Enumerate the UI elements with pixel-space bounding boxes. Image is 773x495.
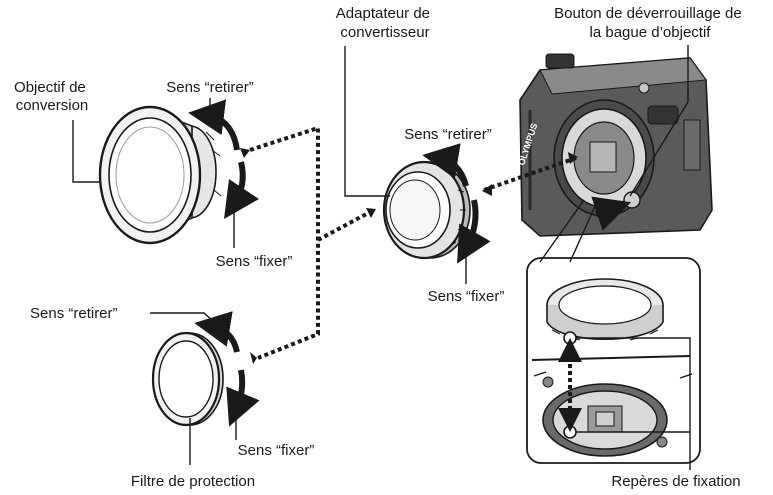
conversion-lens-drawing bbox=[98, 105, 222, 245]
adapter-camera-arrowhead-left bbox=[482, 184, 492, 196]
lens-remove-label: Sens “retirer” bbox=[166, 79, 254, 96]
lens-arrowhead bbox=[240, 148, 250, 158]
adapter-leader bbox=[344, 46, 390, 197]
adapter-arrowhead bbox=[366, 208, 376, 218]
lens-to-adapter-dashed-path bbox=[249, 125, 320, 360]
conversion-lens-leader bbox=[72, 120, 100, 183]
inset-callout-lines bbox=[539, 199, 597, 263]
adapter-camera-arrowhead-right bbox=[568, 152, 578, 164]
adapter-label: Adaptateur de convertisseur bbox=[336, 5, 434, 41]
filter-attach-label: Sens “fixer” bbox=[238, 442, 315, 459]
mount-marks-leader bbox=[576, 337, 691, 470]
camera-drawing: OLYMPUS bbox=[516, 53, 713, 237]
filter-remove-leader bbox=[150, 312, 215, 323]
converter-adapter-drawing bbox=[382, 160, 471, 260]
filter-attach-arrow bbox=[226, 369, 260, 427]
lens-attach-arrow bbox=[224, 161, 259, 219]
adapter-attach-label: Sens “fixer” bbox=[428, 288, 505, 305]
protection-filter-drawing bbox=[151, 331, 224, 427]
filter-remove-label: Sens “retirer” bbox=[30, 305, 118, 322]
mount-marks-label: Repères de fixation bbox=[611, 473, 740, 490]
protection-filter-label: Filtre de protection bbox=[131, 473, 255, 490]
adapter-remove-arrow bbox=[422, 143, 469, 187]
adapter-remove-label: Sens “retirer” bbox=[404, 126, 492, 143]
adapter-link-dashed-path bbox=[317, 210, 371, 242]
release-direction-arrow bbox=[591, 196, 632, 231]
lens-attach-label: Sens “fixer” bbox=[216, 253, 293, 270]
conversion-lens-label: Objectif de conversion bbox=[14, 79, 90, 114]
release-button-leader bbox=[629, 45, 689, 197]
release-button-label: Bouton de déverrouillage de la bague d’o… bbox=[554, 5, 746, 41]
lens-remove-arrow bbox=[188, 99, 240, 151]
filter-arrowhead bbox=[250, 352, 257, 364]
adapter-to-camera-dashed-path bbox=[483, 156, 577, 192]
filter-remove-arrow bbox=[194, 311, 240, 353]
adapter-attach-arrow bbox=[457, 199, 491, 264]
